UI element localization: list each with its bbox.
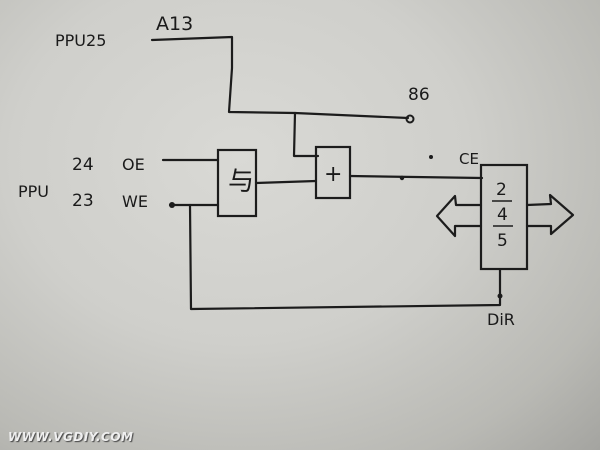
- chip-digit-4: 4: [497, 205, 508, 225]
- and-gate-symbol: 与: [228, 167, 254, 197]
- we-label: WE: [122, 192, 148, 211]
- a13-to-or-wire: [292, 111, 320, 158]
- ppu25-label: PPU25: [55, 31, 106, 50]
- oe-label: OE: [122, 155, 145, 174]
- dir-label: DiR: [487, 310, 515, 329]
- chip-digit-2: 2: [496, 180, 507, 200]
- we-junction-dot: [169, 202, 175, 208]
- pin-86-terminal: [405, 114, 415, 124]
- ce-wire-dot: [399, 175, 405, 181]
- we-to-dir-wire: [188, 203, 502, 311]
- or-gate-symbol: +: [324, 162, 342, 187]
- dir-junction-dot: [497, 293, 503, 299]
- ce-label: CE: [459, 150, 479, 168]
- watermark: WWW.VGDIY.COM: [8, 430, 134, 444]
- or-to-ce-wire: [348, 174, 484, 180]
- a13-wire: [150, 35, 410, 120]
- pin-24-label: 24: [72, 155, 94, 175]
- chip-digit-5: 5: [497, 231, 508, 251]
- a13-label: A13: [156, 13, 193, 35]
- left-bus-arrow: [435, 194, 483, 238]
- stray-dot: [429, 155, 433, 159]
- pin-86-label: 86: [408, 85, 430, 105]
- right-bus-arrow: [525, 193, 575, 236]
- chip-245: [479, 163, 529, 271]
- or-gate: [314, 145, 352, 200]
- ppu-label: PPU: [18, 182, 49, 201]
- pin-23-label: 23: [72, 191, 94, 211]
- and-to-or-wire: [254, 179, 318, 185]
